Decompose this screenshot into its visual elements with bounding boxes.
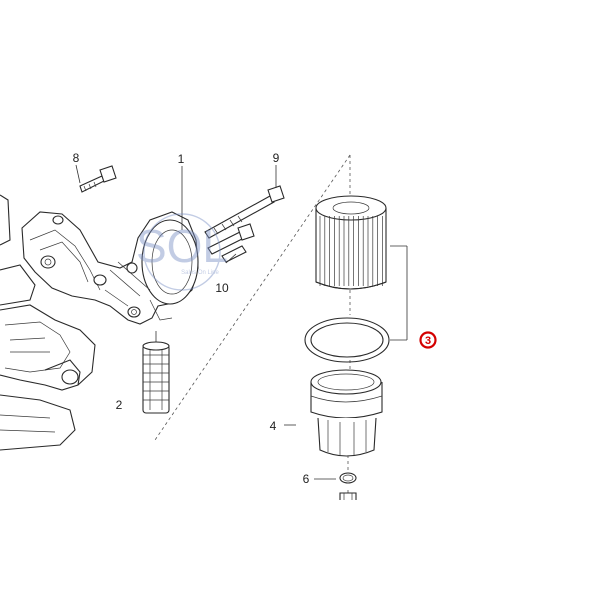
sol-watermark-logo: SOL Sales On Line [136,213,228,291]
drain-plug-fragment [339,492,357,500]
label-part-4: 4 [270,419,277,433]
strainer-sleeve-part-2 [142,341,170,414]
label-part-8: 8 [73,151,80,165]
filter-cover-part-4 [310,369,383,457]
callout-part-3: 3 [419,331,437,349]
oil-filter-housing [21,211,199,325]
filter-element [315,195,387,290]
callout-circle [419,331,437,349]
label-part-3: 3 [425,335,431,347]
engine-block-fragment [0,194,96,451]
label-part-9: 9 [273,151,280,165]
label-part-6: 6 [303,472,310,486]
o-ring-seal [304,317,390,363]
bolt-part-10 [207,223,255,263]
bolt-part-8 [79,165,117,193]
watermark-logo-text: SOL [136,220,228,272]
bolt-part-9 [204,185,285,239]
label-part-1: 1 [178,152,185,166]
leader-lines [75,164,408,480]
filter-pleats [319,216,383,286]
label-part-2: 2 [116,398,123,412]
small-seal-part-6 [339,472,357,484]
watermark-tagline: Sales On Line [181,270,219,276]
label-part-10: 10 [215,281,229,295]
